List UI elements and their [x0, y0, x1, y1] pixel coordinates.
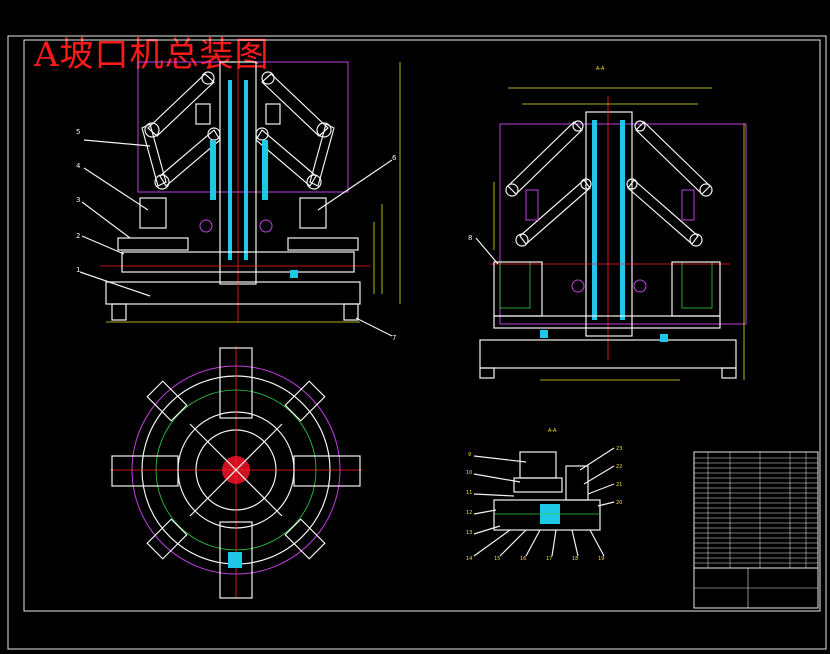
side-dimensions	[493, 87, 745, 381]
front-right-slide	[287, 237, 359, 251]
top-view	[110, 346, 362, 599]
front-table-plate	[121, 251, 355, 273]
detail-label-21: 21	[616, 482, 622, 488]
front-cyan-fitting	[290, 270, 298, 278]
side-center-column	[585, 111, 633, 337]
front-left-clamp	[139, 197, 167, 229]
side-table-plate	[493, 315, 721, 329]
front-left-slide	[117, 237, 189, 251]
front-left-foot	[111, 303, 127, 321]
front-label-3: 3	[76, 196, 80, 204]
side-base-frame	[479, 339, 737, 369]
detail-label-13: 13	[466, 530, 472, 536]
front-right-linkage	[255, 71, 335, 190]
detail-label-15: 15	[494, 556, 500, 562]
detail-label-14: 14	[466, 556, 472, 562]
front-right-clamp	[299, 197, 327, 229]
detail-label-9: 9	[468, 452, 471, 458]
detail-label-18: 18	[572, 556, 578, 562]
front-label-7: 7	[392, 334, 396, 342]
side-right-pin	[633, 279, 647, 293]
front-column-shaft-right	[244, 80, 248, 260]
detail-label-19: 19	[598, 556, 604, 562]
detail-label-23: 23	[616, 446, 622, 452]
side-view: A-A	[468, 66, 747, 381]
front-envelope-outline	[137, 61, 349, 193]
front-base-frame	[105, 281, 361, 305]
side-cyan-fitting-left	[540, 330, 548, 338]
side-section-mark: A-A	[596, 66, 605, 72]
detail-label-20: 20	[616, 500, 622, 506]
front-left-linkage	[141, 71, 221, 190]
front-left-pin	[199, 219, 213, 233]
drawing-title: A坡口机总装图	[34, 35, 270, 75]
side-left-linkage	[505, 120, 592, 247]
front-leaders	[79, 139, 393, 337]
detail-label-10: 10	[466, 470, 472, 476]
front-label-6: 6	[392, 154, 397, 162]
detail-view: A-A 9 10 11 12 13 14 15 16 17 18 19 20 2…	[466, 428, 622, 562]
front-right-pin	[259, 219, 273, 233]
side-left-pin	[571, 279, 585, 293]
side-left-foot	[479, 367, 495, 379]
top-arm-south	[219, 521, 253, 599]
front-label-2: 2	[76, 232, 80, 240]
front-right-cylinder	[262, 140, 268, 200]
front-view: 5 4 3 2 1 6 7	[76, 56, 401, 342]
detail-bracket	[565, 465, 589, 501]
side-cyan-fitting-right	[660, 334, 668, 342]
detail-label-11: 11	[466, 490, 472, 496]
side-leader-8	[475, 237, 499, 265]
detail-leaders	[473, 447, 615, 557]
side-label-8: 8	[468, 234, 472, 242]
detail-motor	[519, 451, 557, 479]
side-shaft-right	[620, 120, 625, 320]
front-left-cylinder	[210, 140, 216, 200]
detail-flange	[513, 477, 563, 493]
inner-border	[23, 39, 821, 612]
top-cyan-south	[228, 552, 242, 568]
front-dimensions	[106, 62, 401, 323]
top-arm-north	[219, 347, 253, 419]
parts-list-border	[693, 451, 819, 609]
detail-section-mark: A-A	[548, 428, 557, 434]
front-label-1: 1	[76, 266, 80, 274]
detail-label-17: 17	[546, 556, 552, 562]
outer-border	[7, 35, 827, 650]
side-right-linkage	[626, 120, 713, 247]
parts-list-grid	[694, 452, 818, 568]
side-left-bracket	[525, 189, 539, 221]
detail-label-22: 22	[616, 464, 622, 470]
side-shaft-left	[592, 120, 597, 320]
detail-body	[493, 499, 601, 531]
title-block	[693, 451, 819, 609]
side-right-foot	[721, 367, 737, 379]
top-arm-east	[293, 455, 361, 487]
side-right-green-block	[681, 261, 713, 309]
front-right-foot	[343, 303, 359, 321]
detail-label-12: 12	[466, 510, 472, 516]
side-left-green-block	[499, 261, 531, 309]
detail-label-16: 16	[520, 556, 526, 562]
side-right-bracket	[681, 189, 695, 221]
front-label-4: 4	[76, 162, 81, 170]
top-diagonal-clamps	[146, 380, 326, 560]
front-label-5: 5	[76, 128, 80, 136]
top-arm-west	[111, 455, 179, 487]
front-column-shaft	[228, 80, 232, 260]
